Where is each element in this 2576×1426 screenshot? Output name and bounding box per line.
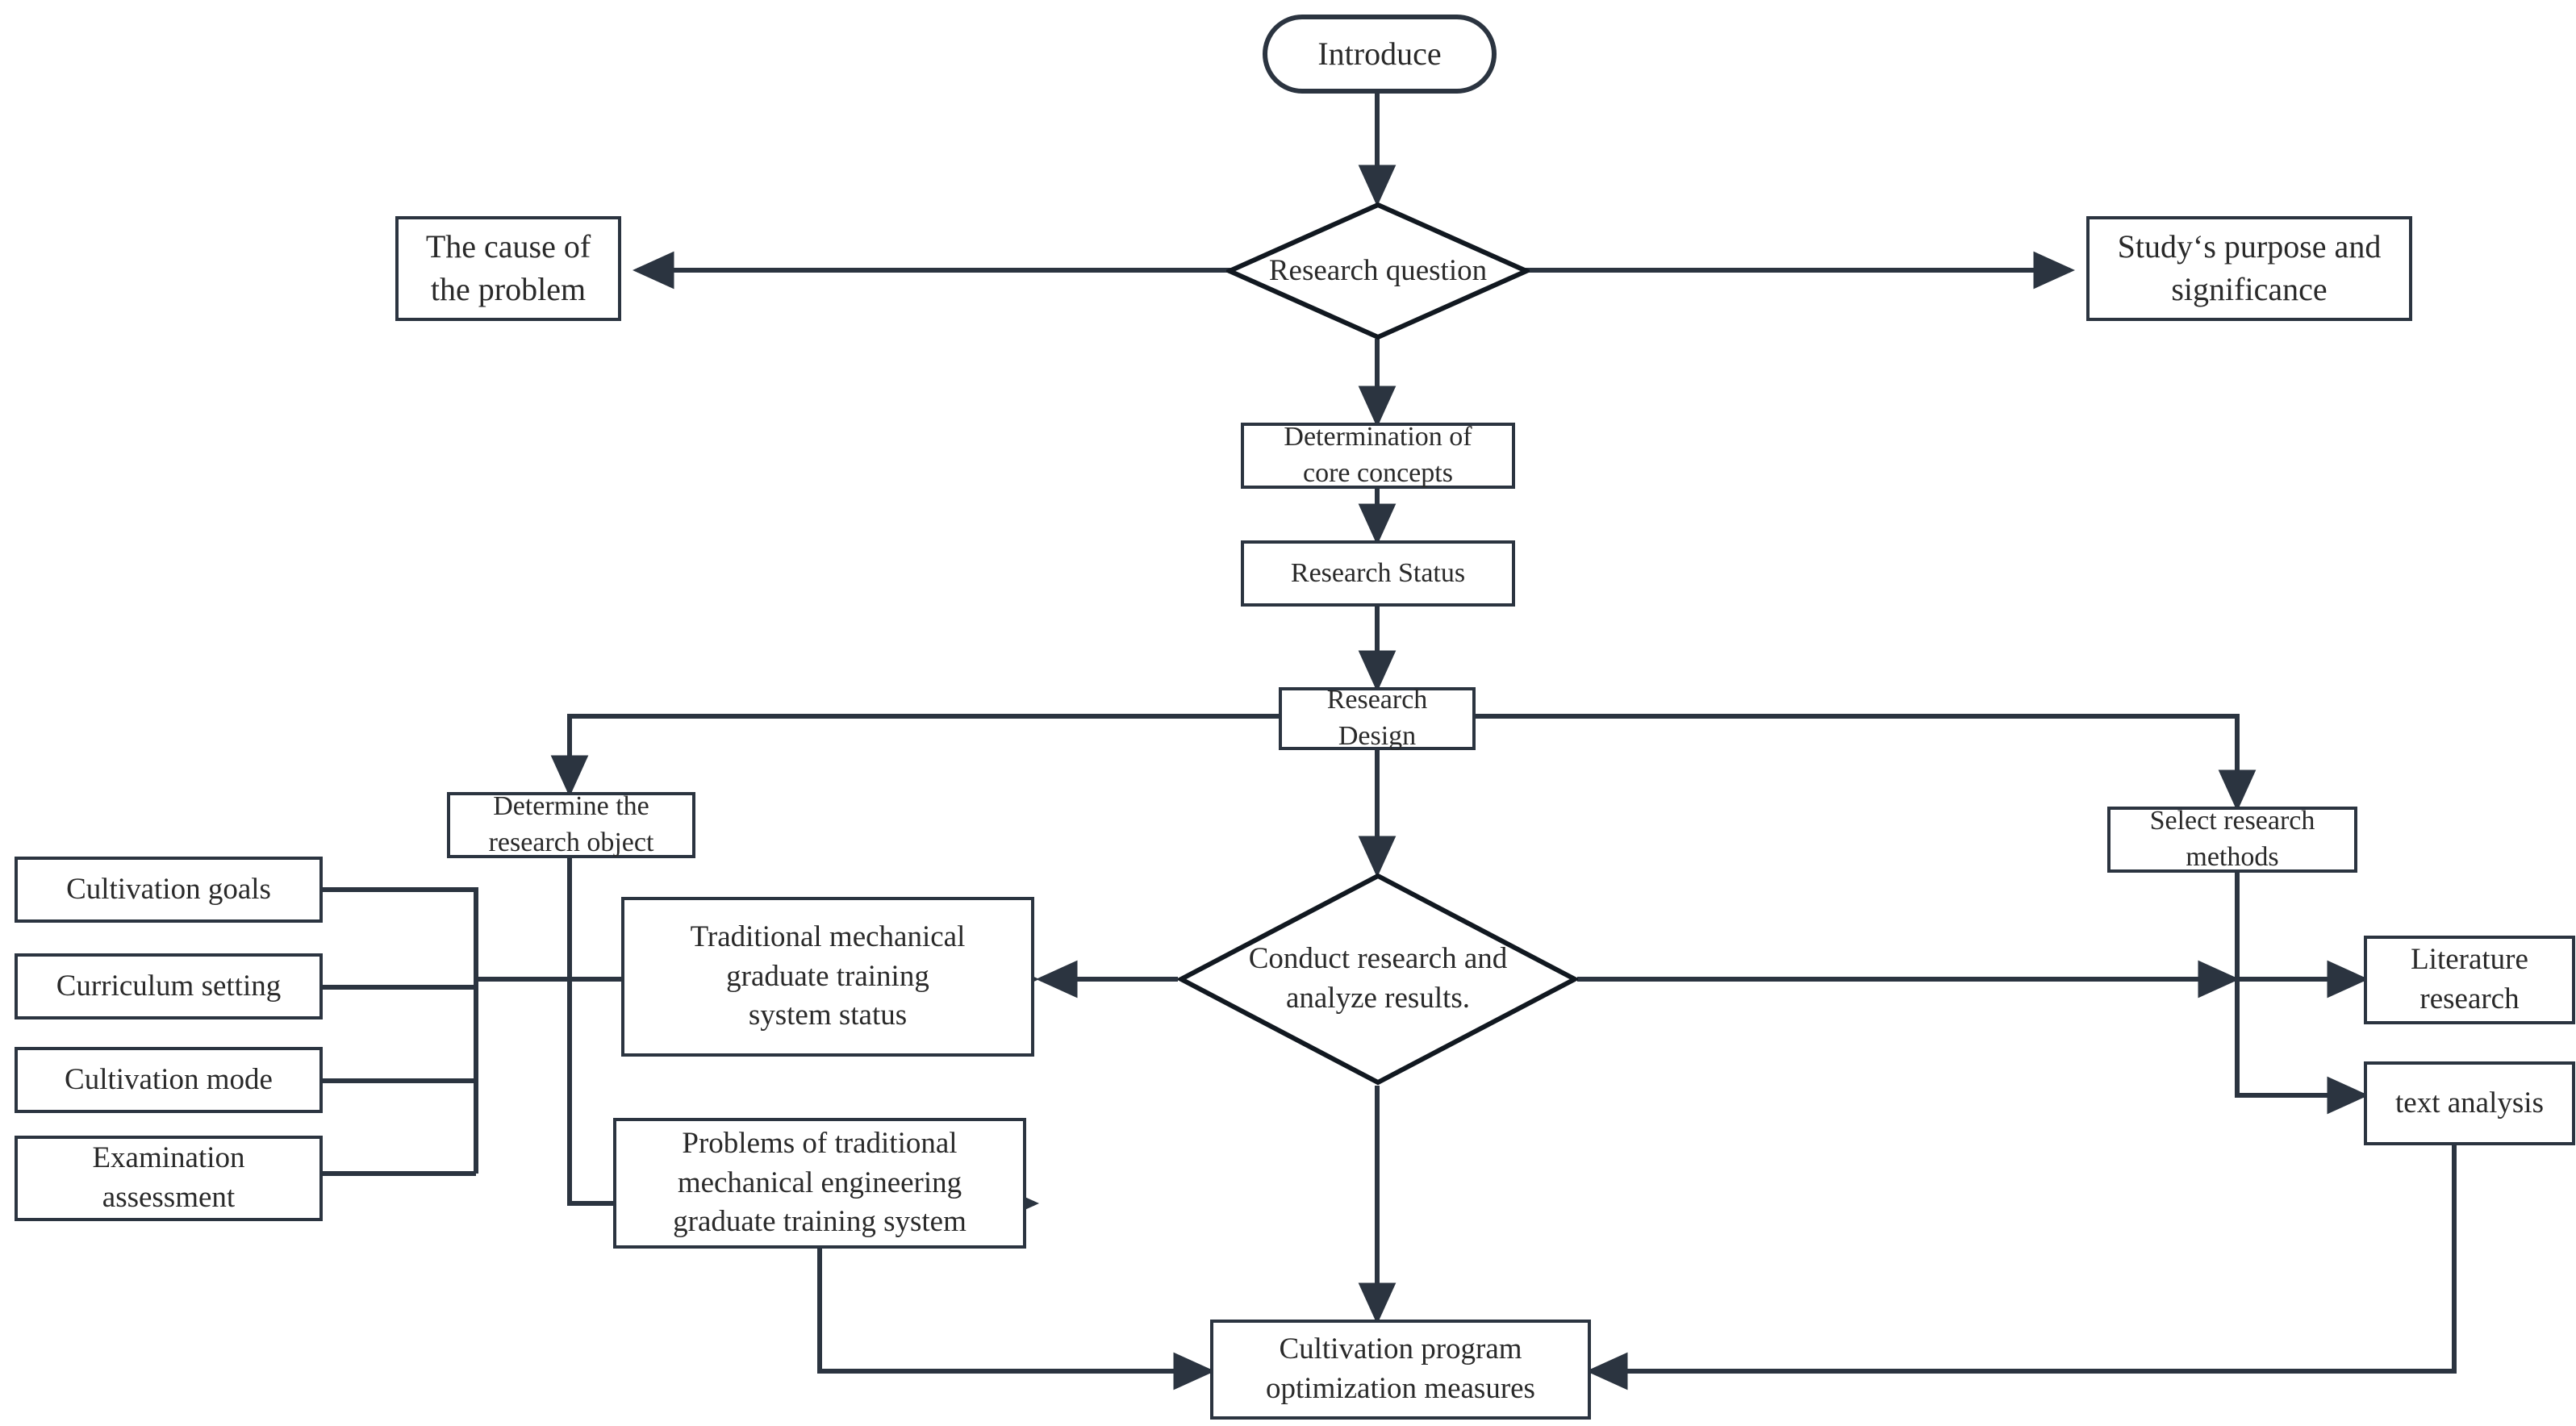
node-curriculum-setting[interactable]: Curriculum setting	[15, 953, 323, 1019]
node-determine-object-label: Determine the research object	[488, 791, 654, 857]
node-conduct-research-label: Conduct research and analyze results.	[1248, 942, 1508, 1015]
node-cultivation-mode[interactable]: Cultivation mode	[15, 1047, 323, 1113]
node-literature-research[interactable]: Literature research	[2364, 936, 2575, 1024]
diamond-shape	[1226, 202, 1530, 340]
node-optimization[interactable]: Cultivation program optimization measure…	[1210, 1320, 1591, 1420]
node-cause-of-problem[interactable]: The cause of the problem	[395, 216, 621, 321]
node-core-concepts-label: Determination of core concepts	[1284, 422, 1472, 488]
edge-design-to-select-methods	[1476, 714, 2257, 812]
node-determine-object[interactable]: Determine the research object	[447, 791, 695, 858]
edge-methods-to-text	[2235, 979, 2369, 1115]
node-cause-of-problem-label: The cause of the problem	[425, 228, 591, 307]
node-core-concepts[interactable]: Determination of core concepts	[1241, 422, 1515, 489]
node-introduce-label: Introduce	[1317, 35, 1442, 72]
node-problems-traditional[interactable]: Problems of traditional mechanical engin…	[613, 1118, 1026, 1249]
node-text-analysis[interactable]: text analysis	[2364, 1061, 2575, 1145]
node-select-methods-label: Select research methods	[2149, 806, 2315, 872]
node-literature-research-label: Literature research	[2411, 943, 2528, 1015]
node-research-status-label: Research Status	[1290, 557, 1466, 588]
node-cultivation-mode-label: Cultivation mode	[65, 1062, 273, 1096]
node-select-methods[interactable]: Select research methods	[2107, 806, 2357, 873]
node-research-question-label: Research question	[1268, 253, 1488, 287]
diamond-shape	[1178, 873, 1578, 1086]
node-examination-assessment-label: Examination assessment	[92, 1141, 245, 1214]
node-introduce[interactable]: Introduce	[1263, 15, 1497, 94]
node-text-analysis-label: text analysis	[2395, 1086, 2544, 1120]
node-examination-assessment[interactable]: Examination assessment	[15, 1136, 323, 1221]
node-study-purpose[interactable]: Study‘s purpose and significance	[2086, 216, 2412, 321]
node-curriculum-setting-label: Curriculum setting	[56, 969, 282, 1003]
node-optimization-label: Cultivation program optimization measure…	[1266, 1332, 1535, 1405]
edge-problems-to-optimization	[817, 1249, 1216, 1391]
node-traditional-status-label: Traditional mechanical graduate training…	[690, 919, 966, 1032]
node-research-question[interactable]: Research question	[1226, 202, 1530, 340]
node-research-status[interactable]: Research Status	[1241, 540, 1515, 607]
node-research-design[interactable]: Research Design	[1279, 685, 1476, 751]
node-cultivation-goals-label: Cultivation goals	[66, 872, 271, 906]
node-research-design-label: Research Design	[1326, 685, 1428, 751]
node-traditional-status-box[interactable]: Traditional mechanical graduate training…	[621, 897, 1034, 1057]
node-cultivation-goals[interactable]: Cultivation goals	[15, 857, 323, 923]
node-conduct-research[interactable]: Conduct research and analyze results.	[1178, 873, 1578, 1086]
node-problems-traditional-label: Problems of traditional mechanical engin…	[673, 1126, 967, 1239]
edge-design-to-determine-object	[550, 714, 1279, 798]
edge-text-to-optimization	[1585, 1145, 2457, 1391]
node-study-purpose-label: Study‘s purpose and significance	[2117, 228, 2382, 307]
edge-methods-to-literature	[2235, 873, 2369, 999]
